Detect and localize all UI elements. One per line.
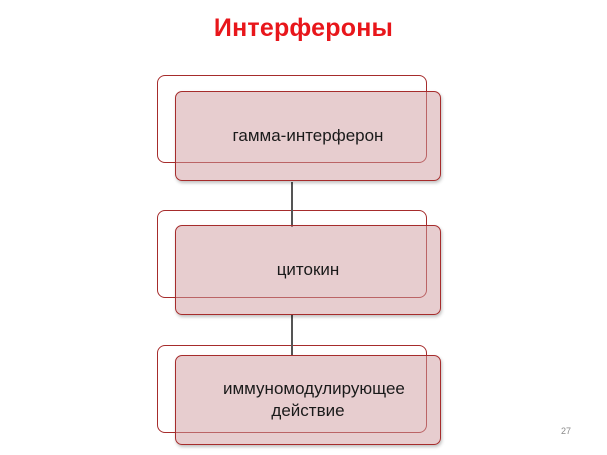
connector-line — [291, 315, 293, 356]
node-immunomodulating-action: иммуномодулирующее действие — [175, 355, 441, 445]
node-label: гамма-интерферон — [232, 126, 384, 145]
slide-title: Интерфероны — [213, 14, 394, 42]
node-label: иммуномодулирующее действие — [223, 379, 405, 420]
slide-number: 27 — [561, 426, 572, 436]
node-gamma-interferon: гамма-интерферон — [175, 91, 441, 181]
node-label: цитокин — [276, 260, 340, 279]
node-cytokine: цитокин — [175, 225, 441, 315]
connector-line — [291, 182, 293, 227]
